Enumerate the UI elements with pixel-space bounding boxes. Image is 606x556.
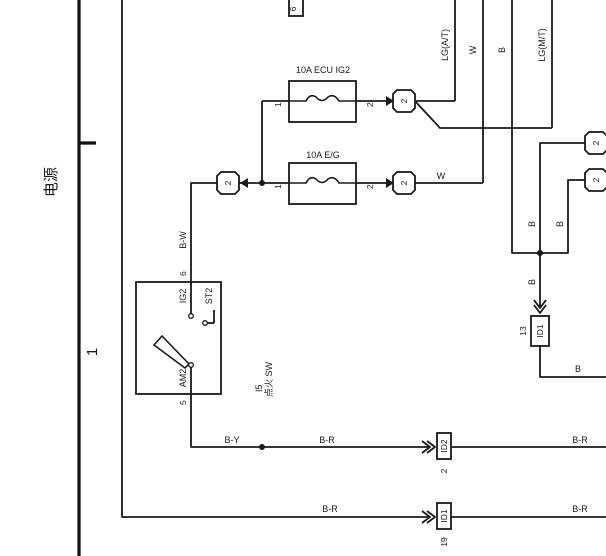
wire-b-right-branch (511, 128, 606, 254)
ignition-st2: ST2 (204, 288, 214, 305)
wire-b-id1 (539, 346, 606, 378)
wire-by (190, 394, 430, 448)
label-by: B-Y (224, 435, 239, 445)
label-b-left: B (527, 221, 537, 227)
label-lg-mt: LG(M/T) (537, 28, 547, 62)
fuse-ecu-ig2-label: 10A ECU IG2 (296, 65, 350, 75)
connector-right-top-pin: 2 (591, 140, 601, 145)
connector-id2-pin: 2 (439, 468, 449, 473)
connector-id1-bottom-pin: 19 (439, 537, 449, 547)
connector-right-mid-pin: 2 (591, 177, 601, 182)
power-label: 电源 (43, 167, 60, 197)
ignition-pin5: 5 (178, 400, 188, 405)
top-partial-connector (288, 0, 304, 17)
arrow-id1-bottom (421, 510, 436, 524)
wire-bw (190, 182, 217, 282)
label-w-vertical: W (468, 45, 478, 54)
ignition-name: 点火 SW (264, 361, 274, 397)
connector-id2 (436, 432, 452, 460)
ignition-st2-lead (190, 282, 192, 286)
arrow-id1-top (533, 299, 547, 314)
label-br-right: B-R (572, 435, 588, 445)
fuse-eg-label: 10A E/G (306, 150, 340, 160)
label-lg-at: LG(A/T) (440, 29, 450, 61)
connector-id1-bottom-label: ID1 (439, 509, 449, 523)
top-partial-pin: 6 (288, 6, 298, 11)
connector-id1-bottom (436, 502, 452, 530)
label-bw: B-W (178, 231, 188, 249)
label-br-bottom-right: B-R (572, 504, 588, 514)
ignition-code: I5 (254, 384, 264, 392)
junction-by (259, 444, 265, 450)
wire-b-left-branch (539, 142, 606, 253)
connector-id1-top-pin: 13 (518, 326, 528, 336)
label-br-mid: B-R (319, 435, 335, 445)
fuse-ecu-ig2-element (289, 94, 356, 102)
ignition-ig2-contact (188, 313, 194, 319)
ignition-am2-contact (188, 362, 194, 368)
return-wire-left (121, 0, 430, 518)
connector-left-pin: 2 (223, 180, 233, 185)
label-b-join: B (527, 279, 537, 285)
fuse-eg-pin-right: 2 (365, 184, 375, 189)
connector-ecu-pin: 2 (399, 98, 409, 103)
ignition-pin6: 6 (178, 271, 188, 276)
ignition-switch-box (135, 281, 222, 395)
connector-id1-top-label: ID1 (535, 324, 545, 338)
arrow-id2 (421, 440, 436, 454)
fuse-ecu-ig2-pin-left: 1 (273, 102, 283, 107)
ignition-ig2: IG2 (178, 289, 188, 304)
wire-ecu-lgmt (414, 100, 552, 129)
ignition-st2-contact (202, 320, 208, 326)
arrow-ecu (386, 96, 394, 106)
wire-fuse-feed (261, 100, 289, 184)
connector-id2-label: ID2 (439, 439, 449, 453)
ignition-am2: AM2 (178, 369, 188, 388)
fuse-eg-pin-left: 1 (273, 184, 283, 189)
label-b-vertical: B (497, 47, 507, 53)
fuse-eg-element (289, 176, 356, 184)
arrow-left-connector (240, 178, 248, 188)
label-b-id1: B (575, 364, 581, 374)
label-w-eg: W (437, 171, 446, 181)
arrow-eg (386, 178, 394, 188)
label-br-bottom: B-R (322, 504, 338, 514)
fuse-ecu-ig2-pin-right: 2 (365, 102, 375, 107)
label-b-right: B (555, 221, 565, 227)
section-number: 1 (84, 348, 101, 356)
connector-eg-pin: 2 (399, 180, 409, 185)
